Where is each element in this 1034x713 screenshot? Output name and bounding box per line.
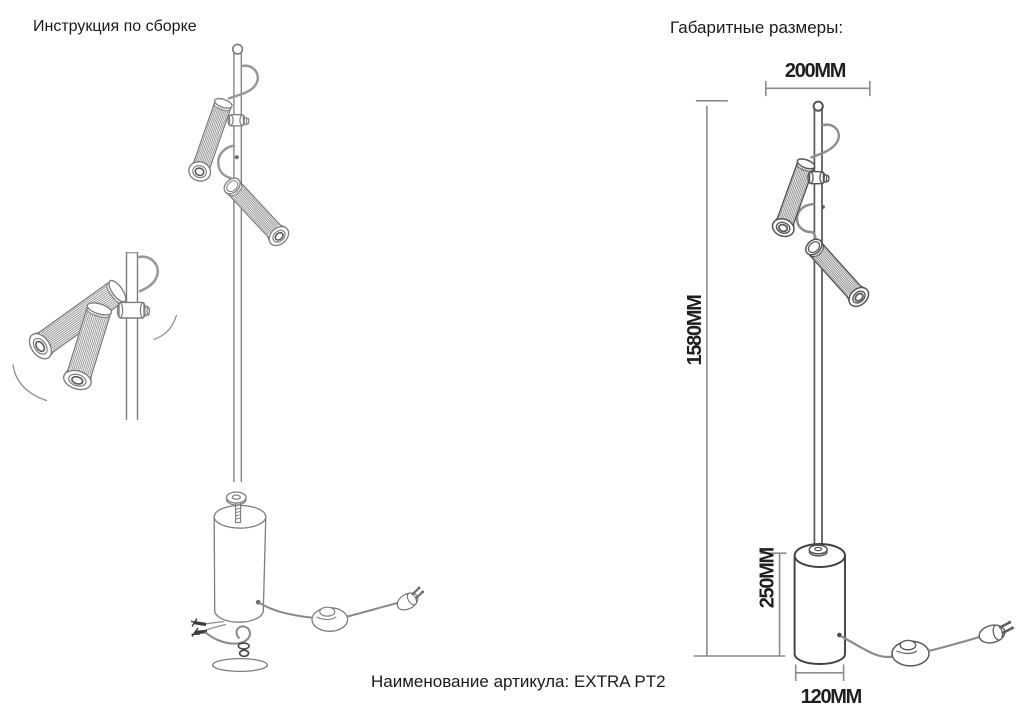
svg-text:1580MM: 1580MM bbox=[684, 295, 706, 366]
svg-text:Наименование артикула: EXTRA P: Наименование артикула: EXTRA PT2 bbox=[371, 672, 666, 691]
svg-text:Инструкция по сборке: Инструкция по сборке bbox=[33, 18, 197, 35]
svg-text:250MM: 250MM bbox=[756, 547, 778, 608]
svg-text:120MM: 120MM bbox=[801, 686, 862, 708]
svg-text:Габаритные размеры:: Габаритные размеры: bbox=[670, 18, 843, 37]
svg-text:200MM: 200MM bbox=[785, 60, 846, 82]
